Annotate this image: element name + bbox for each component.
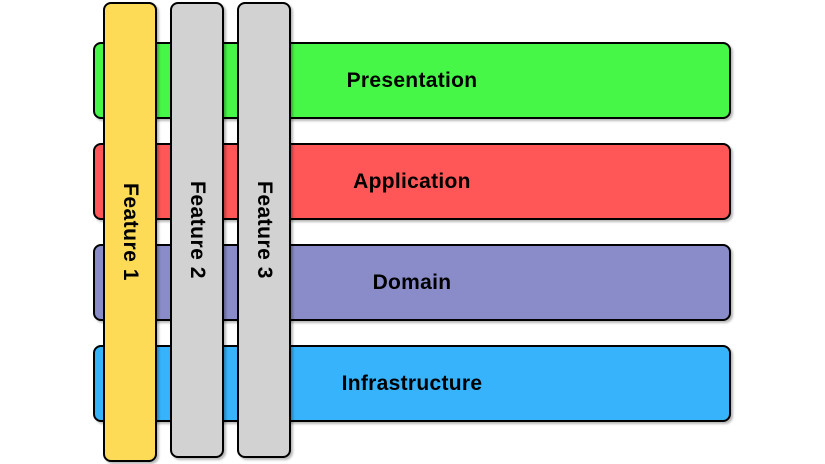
layer-label-presentation: Presentation — [346, 68, 478, 92]
feature-bar-1: Feature 1 — [103, 2, 157, 462]
feature-label-3: Feature 3 — [253, 181, 276, 279]
layer-label-application: Application — [353, 169, 471, 193]
feature-bar-3: Feature 3 — [237, 2, 291, 458]
feature-label-1: Feature 1 — [119, 183, 142, 281]
feature-label-2: Feature 2 — [186, 181, 209, 279]
feature-bar-2: Feature 2 — [170, 2, 224, 458]
layer-label-domain: Domain — [372, 270, 452, 294]
layer-label-infrastructure: Infrastructure — [341, 371, 483, 395]
